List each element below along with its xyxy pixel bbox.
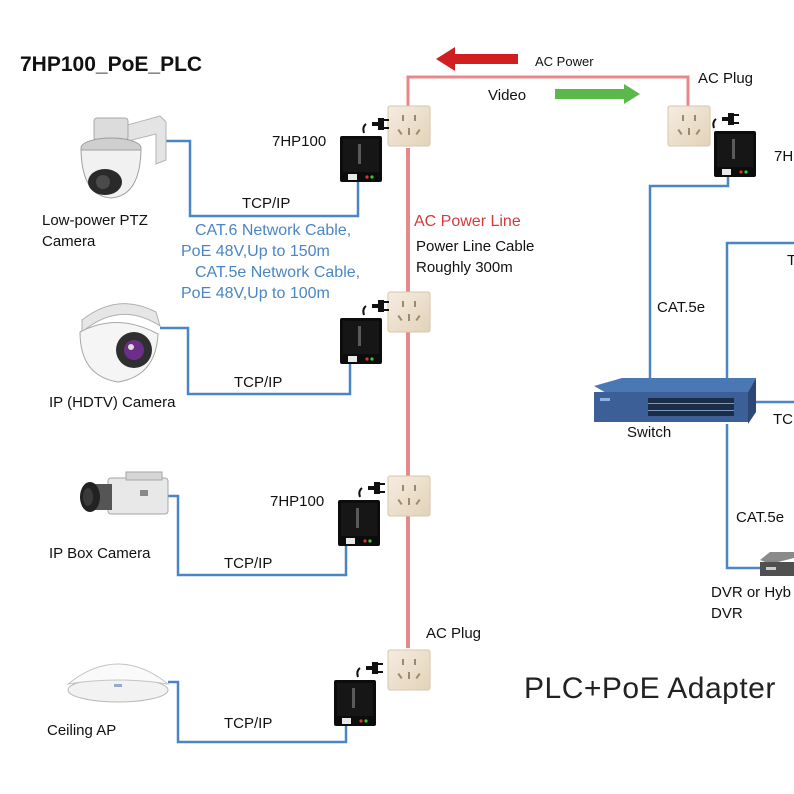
wall-socket — [387, 105, 431, 147]
plug-icon — [362, 117, 390, 134]
cat5e-label: CAT.5e — [657, 299, 706, 316]
tcp-ip-label: TCP/IP — [224, 715, 273, 732]
tcp-ip-label: TCP/IP — [234, 374, 283, 391]
video-arrow — [555, 84, 640, 104]
plug-icon — [358, 481, 386, 498]
ac-power-line-label: AC Power Line — [414, 213, 521, 230]
power-line-cable-label: Power Line Cable — [416, 238, 535, 255]
video-label: Video — [488, 87, 527, 104]
adapter-model-label: 7HP100 — [272, 133, 327, 150]
cable-right-adapter — [648, 177, 730, 382]
tcp-ip-label: TCP/IP — [224, 555, 273, 572]
ptz-camera-icon — [80, 115, 167, 199]
link-label-cut: T — [787, 252, 794, 269]
link-label-cut: TC — [773, 411, 793, 428]
network-switch-icon — [594, 378, 756, 424]
dome-camera-label: IP (HDTV) Camera — [49, 394, 176, 411]
ac-power-label: AC Power — [535, 54, 594, 69]
wall-socket — [387, 291, 431, 333]
ac-plug-label-bottom: AC Plug — [426, 625, 482, 642]
cat5e-label: CAT.5e — [736, 509, 785, 526]
plug-icon — [356, 661, 384, 678]
box-camera-icon — [80, 471, 169, 515]
wall-socket — [387, 649, 431, 691]
box-camera-label: IP Box Camera — [49, 545, 151, 562]
wall-socket — [667, 105, 711, 147]
cable-dome — [160, 326, 352, 396]
dvr-label-2: DVR — [711, 605, 743, 622]
plc-poe-adapter — [338, 500, 380, 546]
tcp-ip-label: TCP/IP — [242, 195, 291, 212]
plc-poe-adapter — [340, 136, 382, 182]
cable-ap — [168, 680, 348, 744]
ac-power-top-line — [406, 75, 690, 106]
cable-switch-top — [725, 241, 794, 385]
ceiling-ap-label: Ceiling AP — [47, 722, 117, 739]
dome-camera-icon — [79, 303, 161, 383]
switch-label: Switch — [627, 424, 672, 441]
page-title: 7HP100_PoE_PLC — [20, 53, 203, 76]
diagram-caption: PLC+PoE Adapter — [524, 672, 776, 705]
dvr-label: DVR or Hyb — [711, 584, 792, 601]
adapter-model-label-right: 7H — [774, 148, 794, 165]
cable-box — [168, 494, 348, 577]
wall-socket — [387, 475, 431, 517]
cable-ptz — [166, 139, 360, 218]
adapter-model-label: 7HP100 — [270, 493, 325, 510]
cable-info-cat6-poe: PoE 48V,Up to 150m — [181, 243, 330, 260]
plc-poe-adapter — [340, 318, 382, 364]
cable-info-cat5e: CAT.5e Network Cable, — [195, 264, 361, 281]
power-line-length-label: Roughly 300m — [416, 259, 513, 276]
cable-info-cat6: CAT.6 Network Cable, — [195, 222, 352, 239]
ceiling-ap-icon — [66, 663, 170, 703]
plug-icon — [712, 112, 740, 129]
cable-info-cat5e-poe: PoE 48V,Up to 100m — [181, 285, 330, 302]
plc-poe-adapter — [714, 131, 756, 177]
dvr-icon — [760, 552, 794, 576]
plug-icon — [362, 299, 390, 316]
ac-plug-label-top: AC Plug — [698, 70, 754, 87]
plc-poe-adapter — [334, 680, 376, 726]
ptz-camera-label-2: Camera — [42, 233, 96, 250]
cable-switch-dvr — [725, 424, 760, 570]
ac-power-arrow — [436, 47, 518, 71]
ptz-camera-label: Low-power PTZ — [42, 212, 148, 229]
